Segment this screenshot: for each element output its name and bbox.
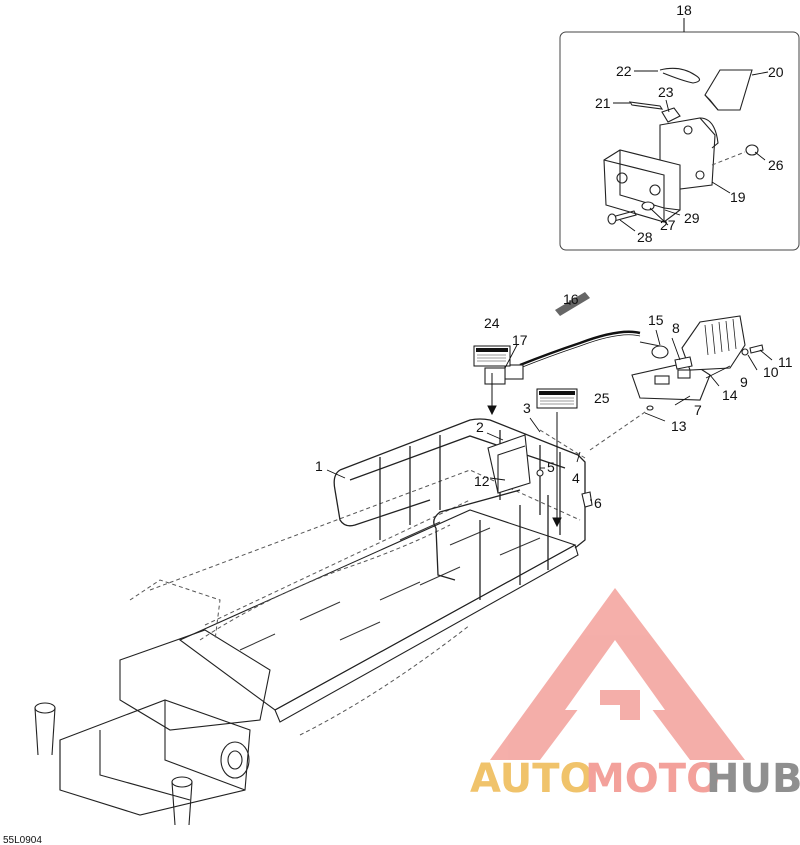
plate-bracket [631,361,711,401]
callout-6: 6 [594,495,602,511]
callout-21: 21 [595,95,611,111]
callout-11: 11 [778,354,793,370]
callout-28: 28 [637,229,653,245]
callout-29: 29 [684,210,700,226]
diagram-code: 55L0904 [3,835,42,845]
wiring-harness [484,292,641,385]
bolt-8 [674,356,693,370]
callout-19: 19 [730,189,746,205]
leader-lines [326,70,773,501]
watermark-hub: HUB [706,756,800,802]
rear-bracket [487,434,531,494]
light-socket [639,341,669,359]
callout-4: 4 [572,470,580,486]
inset-parts [603,67,759,225]
callout-17: 17 [512,332,528,348]
callout-14: 14 [722,387,738,403]
callout-5: 5 [547,459,555,475]
callout-22: 22 [616,63,632,79]
small-hardware [536,344,764,508]
callout-15: 15 [648,312,664,328]
callout-7: 7 [694,402,702,418]
callout-2: 2 [476,419,484,435]
cargo-rack [333,418,586,600]
callout-27: 27 [660,217,676,233]
callout-25: 25 [594,390,610,406]
tail-light [681,315,746,371]
callout-26: 26 [768,157,784,173]
watermark-moto: MOTO [585,756,720,802]
arrow-leaders [487,373,562,528]
callout-18: 18 [676,2,692,18]
callout-10: 10 [763,364,779,380]
callout-20: 20 [768,64,784,80]
callout-1: 1 [315,458,323,474]
callout-8: 8 [672,320,680,336]
callout-3: 3 [523,400,531,416]
decal-24 [473,345,511,367]
callout-24: 24 [484,315,500,331]
callout-16: 16 [563,291,579,307]
inset-box [559,31,800,251]
watermark-text: AUTO MOTO HUB [470,756,800,802]
watermark-auto: AUTO [470,756,594,802]
callout-9: 9 [740,374,748,390]
watermark-logo-mark [490,588,745,760]
callout-13: 13 [671,418,687,434]
callout-23: 23 [658,84,674,100]
callout-12: 12 [474,473,490,489]
callout-labels: 18 22 20 23 21 26 19 29 27 28 16 24 15 8… [315,2,793,511]
chassis-frame [34,469,581,826]
decal-25 [536,388,578,409]
